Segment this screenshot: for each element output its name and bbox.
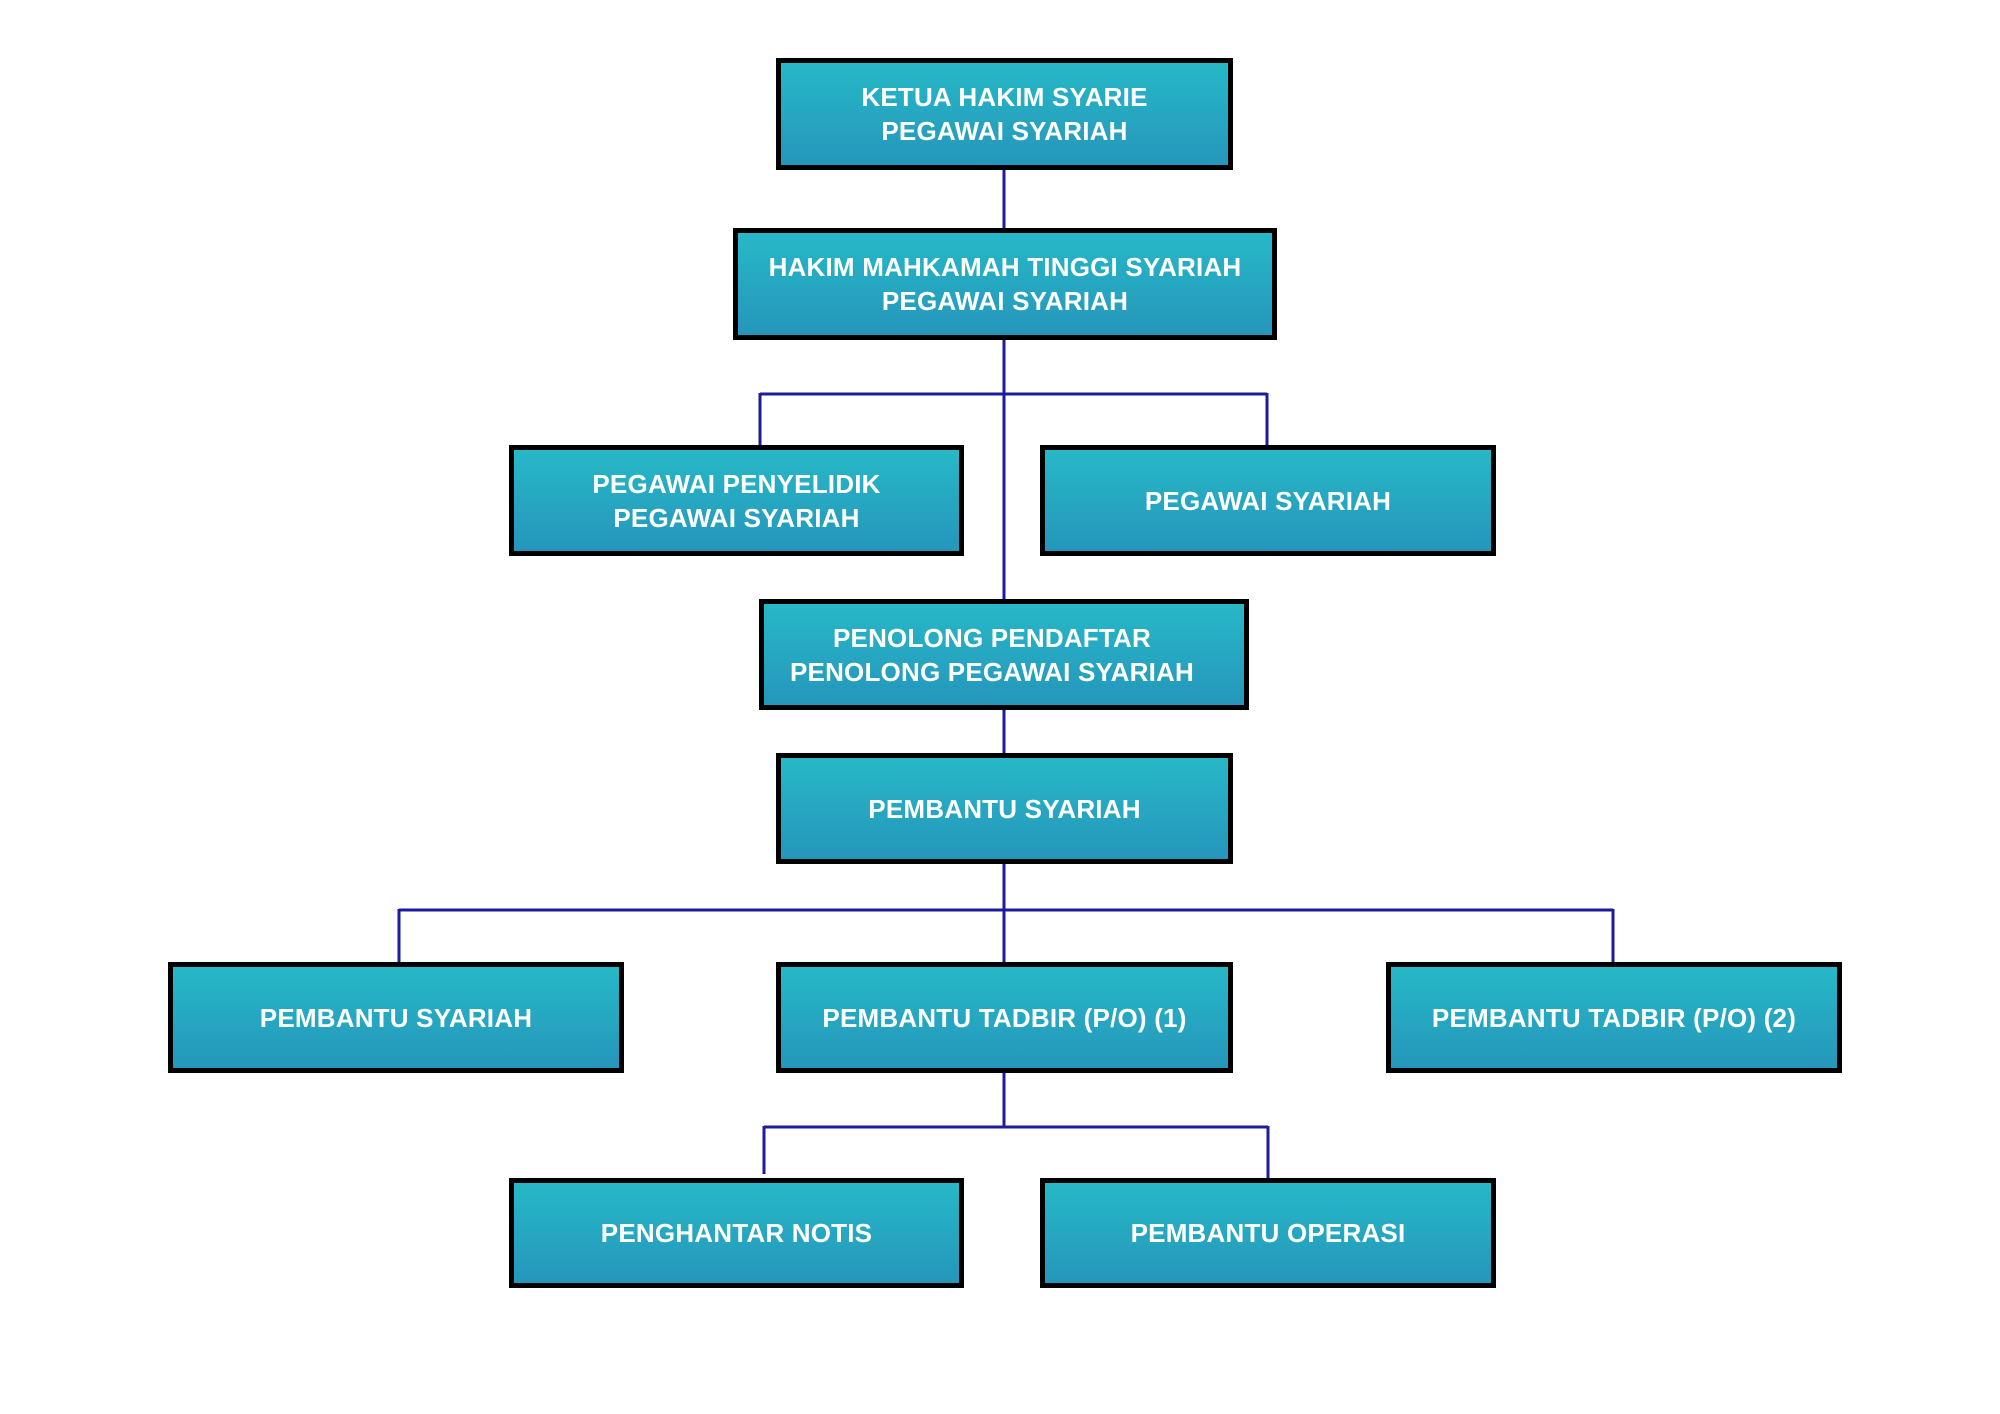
node-penghantar-notis: PENGHANTAR NOTIS (509, 1178, 964, 1288)
node-pembantu-syariah-main: PEMBANTU SYARIAH (776, 753, 1233, 864)
node-label-line: PEMBANTU SYARIAH (868, 793, 1141, 824)
node-label-line: PEGAWAI PENYELIDIK (592, 468, 881, 499)
node-label-line: PEGAWAI SYARIAH (613, 502, 860, 533)
node-label-line: PENOLONG PENDAFTAR (832, 622, 1151, 653)
node-label-line: PEMBANTU TADBIR (P/O) (2) (1431, 1002, 1797, 1033)
node-ketua-hakim-syarie: KETUA HAKIM SYARIE PEGAWAI SYARIAH (776, 58, 1233, 170)
node-penolong-pendaftar: PENOLONG PENDAFTAR PENOLONG PEGAWAI SYAR… (759, 599, 1249, 710)
node-pegawai-penyelidik: PEGAWAI PENYELIDIK PEGAWAI SYARIAH (509, 445, 964, 556)
node-pembantu-syariah: PEMBANTU SYARIAH (168, 962, 624, 1073)
node-pegawai-syariah: PEGAWAI SYARIAH (1040, 445, 1496, 556)
node-label-line: HAKIM MAHKAMAH TINGGI SYARIAH (768, 252, 1242, 282)
node-pembantu-tadbir-2: PEMBANTU TADBIR (P/O) (2) (1386, 962, 1842, 1073)
node-label-line: KETUA HAKIM SYARIE (861, 82, 1148, 112)
node-label-line: PEGAWAI SYARIAH (881, 286, 1129, 316)
node-label-line: PEGAWAI SYARIAH (1144, 485, 1392, 516)
node-label-line: PEGAWAI SYARIAH (881, 116, 1128, 146)
node-label-line: PENOLONG PEGAWAI SYARIAH (789, 656, 1195, 687)
node-hakim-mahkamah-tinggi: HAKIM MAHKAMAH TINGGI SYARIAH PEGAWAI SY… (733, 228, 1277, 340)
node-pembantu-operasi: PEMBANTU OPERASI (1040, 1178, 1496, 1288)
node-label-line: PENGHANTAR NOTIS (600, 1218, 873, 1248)
node-pembantu-tadbir-1: PEMBANTU TADBIR (P/O) (1) (776, 962, 1233, 1073)
node-label-line: PEMBANTU SYARIAH (259, 1002, 533, 1033)
node-label-line: PEMBANTU TADBIR (P/O) (1) (822, 1002, 1187, 1033)
node-label-line: PEMBANTU OPERASI (1130, 1218, 1406, 1248)
